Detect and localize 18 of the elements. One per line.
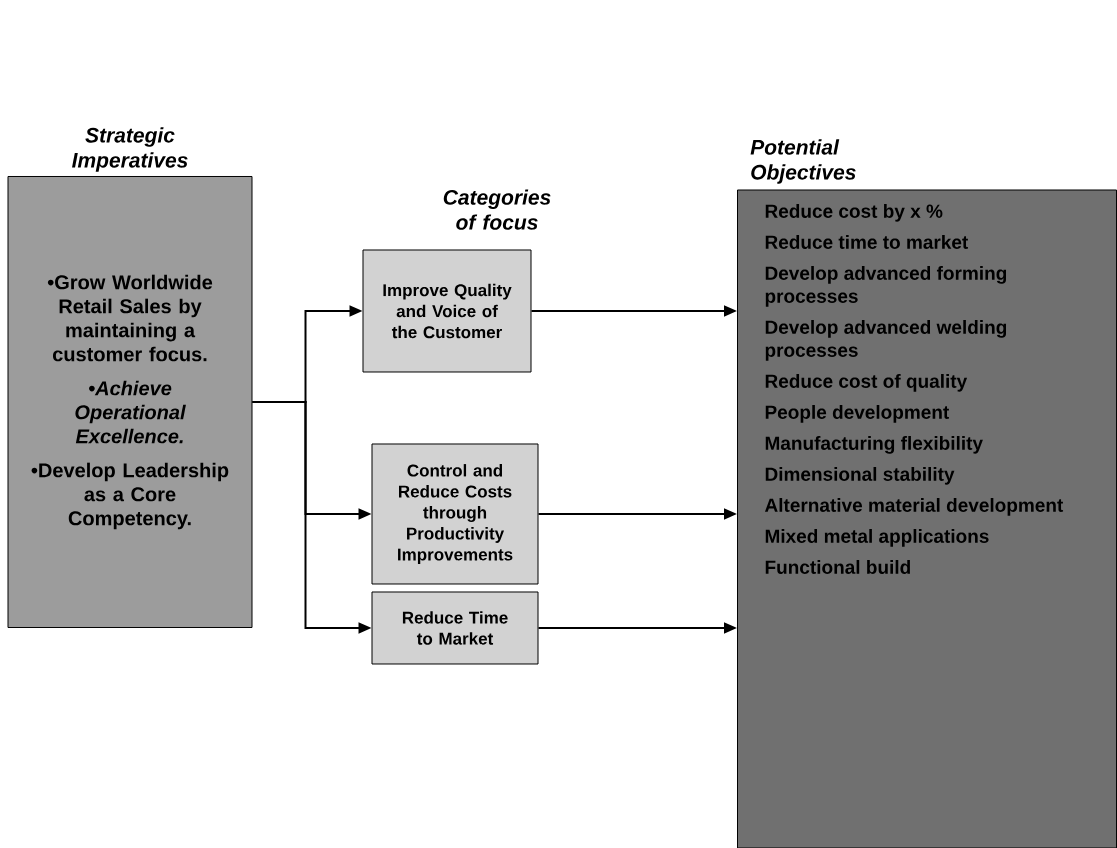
objective-item: Functional build bbox=[765, 560, 910, 574]
heading: Potential Objectives bbox=[750, 139, 856, 184]
objective-item: People development bbox=[765, 405, 949, 423]
objective-item: Manufacturing flexibility bbox=[765, 436, 983, 454]
objective-item: Mixed metal applications bbox=[765, 529, 989, 547]
column-heading: Categories of focus bbox=[443, 189, 551, 230]
category-box: Control and Reduce Costs through Productivity Improvements bbox=[371, 443, 539, 585]
category-box: Improve Quality and Voice of the Customer bbox=[362, 249, 532, 373]
heading: Strategic Imperatives bbox=[72, 127, 188, 172]
objective-item: Develop advanced forming processes bbox=[765, 266, 1007, 307]
category-box: Reduce Time to Market bbox=[371, 591, 539, 665]
objective-item: Reduce time to market bbox=[765, 235, 968, 249]
objective-item: Reduce cost by x % bbox=[765, 204, 943, 222]
objective-item: Alternative material development bbox=[765, 498, 1064, 516]
objective-item: Develop advanced welding processes bbox=[765, 320, 1007, 361]
imperatives-box: •Grow Worldwide Retail Sales by maintaining a customer focus. •Achieve Operational Excellence. •Develop Leadership as a Core Competency. bbox=[7, 176, 253, 628]
objective-item: Dimensional stability bbox=[765, 467, 955, 485]
objective-item: Reduce cost of quality bbox=[765, 374, 968, 392]
